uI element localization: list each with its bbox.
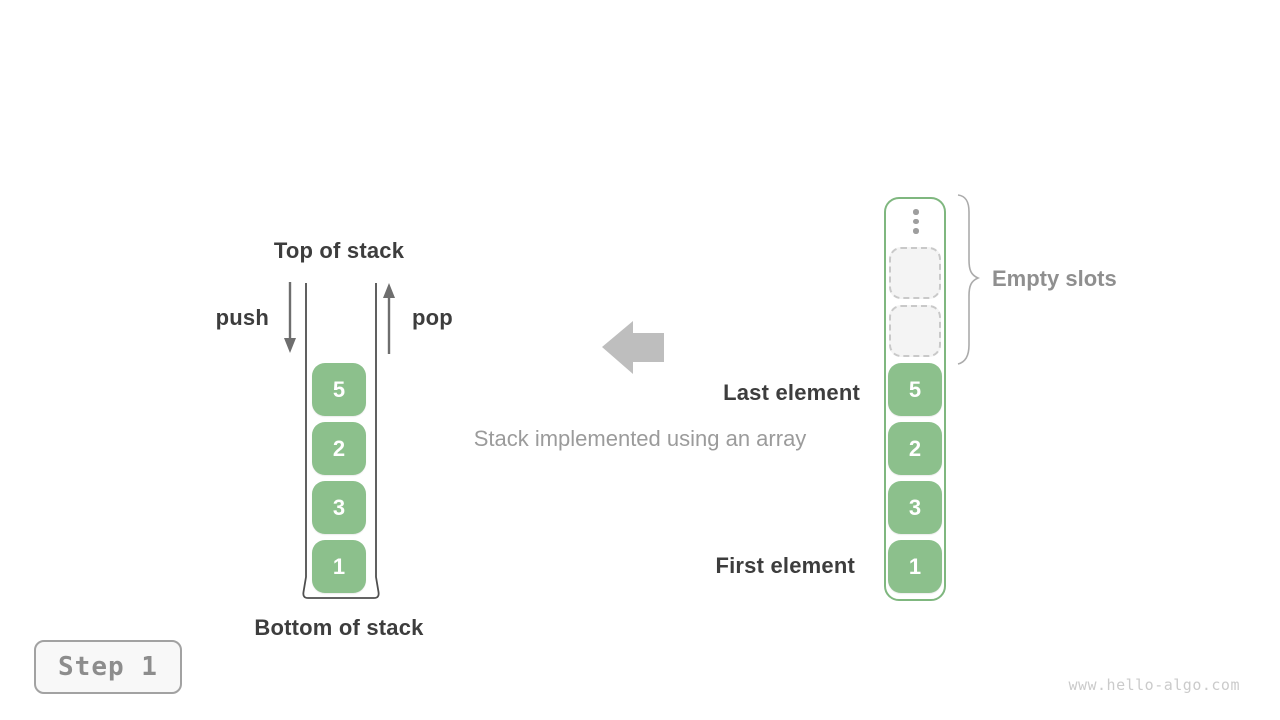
last-element-label: Last element <box>723 380 860 405</box>
empty-slot <box>889 305 941 357</box>
empty-slots-label: Empty slots <box>992 266 1117 291</box>
stack-cell: 2 <box>312 422 366 475</box>
pop-up-arrow-icon <box>383 283 395 354</box>
push-down-arrow-icon <box>284 282 296 353</box>
pop-label: pop <box>412 305 453 330</box>
array-cell: 5 <box>888 363 942 416</box>
array-cell: 2 <box>888 422 942 475</box>
array-cell: 3 <box>888 481 942 534</box>
stack-cell: 1 <box>312 540 366 593</box>
empty-slot <box>889 247 941 299</box>
step-badge: Step 1 <box>34 640 182 694</box>
stack-cell: 3 <box>312 481 366 534</box>
left-block-arrow-icon <box>602 321 664 374</box>
push-label: push <box>215 305 269 330</box>
first-element-label: First element <box>715 553 855 578</box>
top-of-stack-label: Top of stack <box>273 238 405 263</box>
watermark: www.hello-algo.com <box>1068 676 1240 694</box>
bottom-of-stack-label: Bottom of stack <box>254 615 424 640</box>
stack-container-outline <box>302 283 380 599</box>
diagram-caption: Stack implemented using an array <box>473 426 807 451</box>
vertical-ellipsis-icon <box>913 209 919 234</box>
right-curly-brace-icon <box>957 194 981 365</box>
array-cell: 1 <box>888 540 942 593</box>
stack-cell: 5 <box>312 363 366 416</box>
